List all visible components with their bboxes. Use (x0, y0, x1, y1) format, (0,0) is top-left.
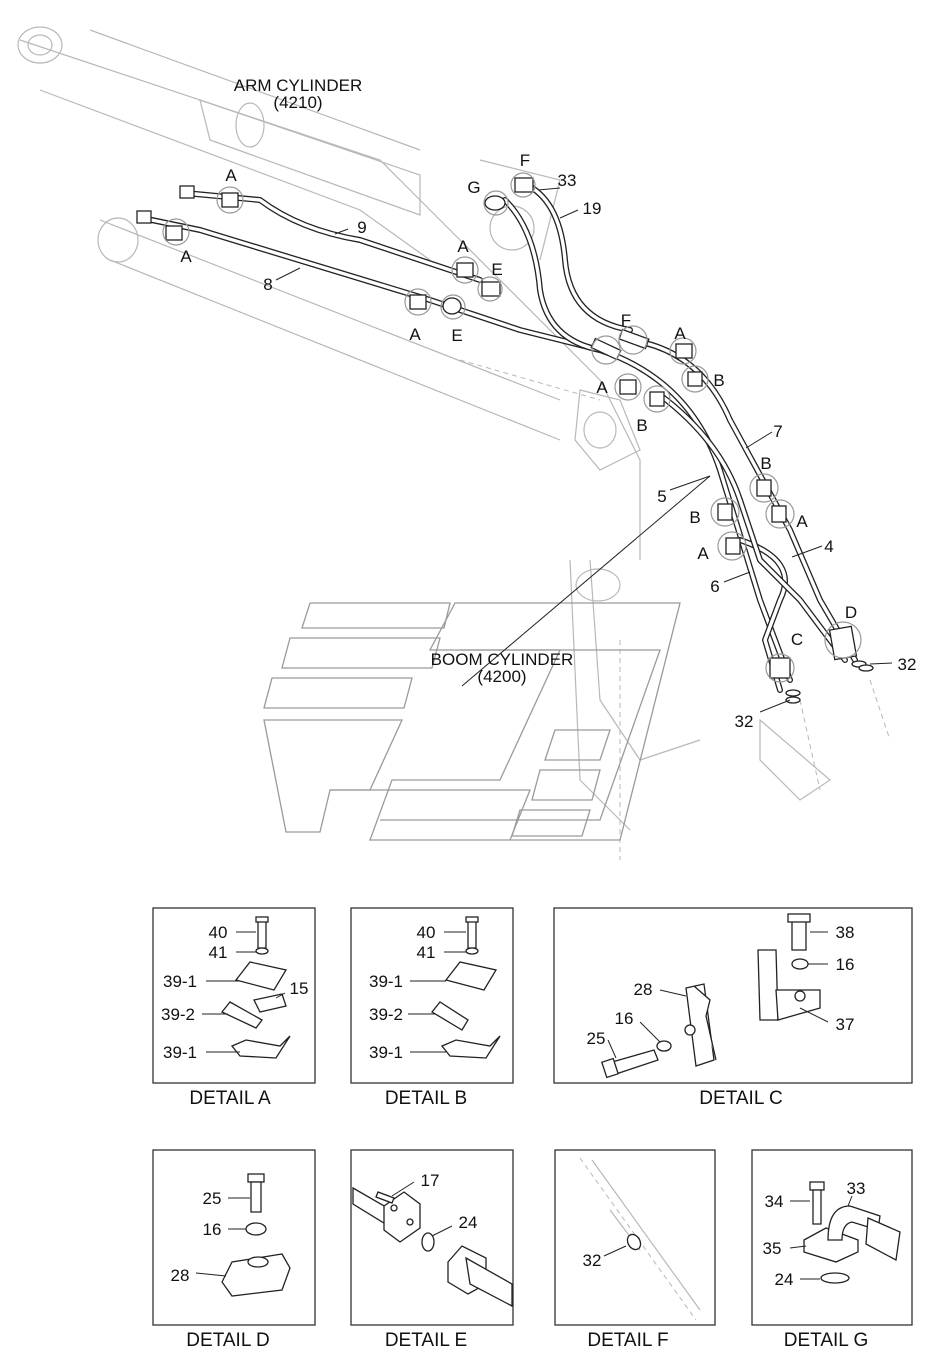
detail-f-title: DETAIL F (587, 1330, 668, 1351)
main-labels: ARM CYLINDER (4210) BOOM CYLINDER (4200)… (180, 76, 916, 731)
detail-b-part-40: 40 (417, 923, 436, 942)
callout-E: E (491, 260, 502, 279)
part-number-33: 33 (558, 171, 577, 190)
detail-e-part-24: 24 (459, 1213, 478, 1232)
callout-A: A (674, 324, 686, 343)
callout-A: A (409, 325, 421, 344)
detail-a-title: DETAIL A (189, 1088, 271, 1109)
detail-c-part-25: 25 (587, 1029, 606, 1048)
part-number-32: 32 (735, 712, 754, 731)
detail-b-title: DETAIL B (385, 1088, 467, 1109)
callout-A: A (457, 237, 469, 256)
detail-d-part-16: 16 (203, 1220, 222, 1239)
callout-B: B (689, 508, 700, 527)
detail-c-part-16: 16 (615, 1009, 634, 1028)
detail-b-part-39-1: 39-1 (369, 972, 403, 991)
callout-B: B (636, 416, 647, 435)
part-number-4: 4 (824, 537, 833, 556)
detail-c-part-16: 16 (836, 955, 855, 974)
part-number-7: 7 (773, 422, 782, 441)
callout-B: B (713, 371, 724, 390)
callout-F: F (621, 311, 631, 330)
detail-b-part-41: 41 (417, 943, 436, 962)
detail-markers (162, 172, 862, 683)
detail-b-part-39-1: 39-1 (369, 1043, 403, 1062)
callout-A: A (796, 512, 808, 531)
detail-c-title: DETAIL C (699, 1088, 782, 1109)
detail-a-part-39-2: 39-2 (161, 1005, 195, 1024)
part-number-32: 32 (898, 655, 917, 674)
detail-e-part-17: 17 (421, 1171, 440, 1190)
detail-c-part-37: 37 (836, 1015, 855, 1034)
detail-g-part-24: 24 (775, 1270, 794, 1289)
detail-d-panel: 25 16 28 DETAIL D (152, 1149, 316, 1351)
arm-cylinder-label: ARM CYLINDER (234, 76, 362, 95)
callout-A: A (596, 378, 608, 397)
callout-F: F (520, 151, 530, 170)
leader-lines (275, 187, 893, 713)
part-number-5: 5 (657, 487, 666, 506)
detail-d-part-25: 25 (203, 1189, 222, 1208)
callout-C: C (791, 630, 803, 649)
detail-f-part-32: 32 (583, 1251, 602, 1270)
callout-A: A (697, 544, 709, 563)
detail-g-title: DETAIL G (784, 1330, 868, 1351)
detail-d-title: DETAIL D (186, 1330, 269, 1351)
detail-g-panel: 33 34 35 24 DETAIL G (751, 1149, 913, 1351)
detail-b-panel: 40 41 39-1 39-2 39-1 DETAIL B (350, 907, 514, 1109)
boom-cylinder-label: BOOM CYLINDER (431, 650, 574, 669)
part-number-8: 8 (263, 275, 272, 294)
detail-f-panel: 32 DETAIL F (554, 1149, 716, 1351)
callout-G: G (467, 178, 480, 197)
detail-g-part-33: 33 (847, 1179, 866, 1198)
detail-b-part-39-2: 39-2 (369, 1005, 403, 1024)
callout-A: A (180, 247, 192, 266)
detail-g-part-35: 35 (763, 1239, 782, 1258)
detail-a-part-39-1: 39-1 (163, 972, 197, 991)
machine-outline-ghost (17, 26, 891, 860)
detail-e-title: DETAIL E (385, 1330, 467, 1351)
detail-a-part-39-1: 39-1 (163, 1043, 197, 1062)
detail-a-part-41: 41 (209, 943, 228, 962)
part-number-9: 9 (357, 218, 366, 237)
boom-cylinder-number: (4200) (477, 667, 526, 686)
callout-A: A (225, 166, 237, 185)
detail-a-part-15: 15 (290, 979, 309, 998)
hydraulic-pipes (136, 177, 874, 704)
callout-D: D (845, 603, 857, 622)
part-number-19: 19 (583, 199, 602, 218)
detail-g-part-34: 34 (765, 1192, 784, 1211)
detail-c-part-38: 38 (836, 923, 855, 942)
callout-E: E (451, 326, 462, 345)
callout-B: B (760, 454, 771, 473)
manufacturer-logo (263, 602, 681, 841)
detail-a-panel: 40 41 39-1 15 39-2 39-1 DETAIL A (152, 907, 316, 1109)
detail-c-panel: 38 16 28 37 16 25 DETAIL C (553, 907, 913, 1109)
part-number-6: 6 (710, 577, 719, 596)
detail-a-part-40: 40 (209, 923, 228, 942)
detail-c-part-28: 28 (634, 980, 653, 999)
detail-e-panel: 17 24 DETAIL E (350, 1149, 514, 1351)
arm-cylinder-number: (4210) (273, 93, 322, 112)
detail-d-part-28: 28 (171, 1266, 190, 1285)
